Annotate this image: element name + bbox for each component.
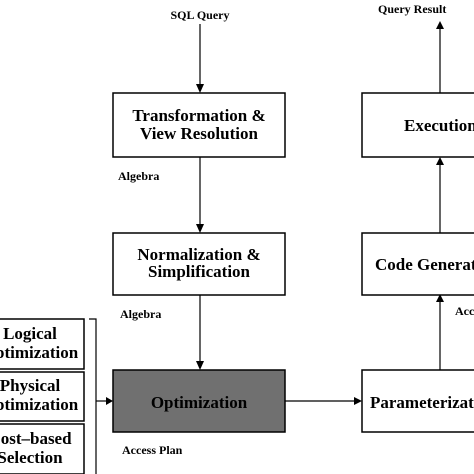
optimization-label: Optimization xyxy=(151,393,248,412)
physical-optimization-box xyxy=(0,371,85,422)
code-generation-box xyxy=(361,232,474,296)
transformation-line1: Transformation & xyxy=(132,106,265,125)
physical-line1: Physical xyxy=(0,376,60,395)
logical-optimization-box xyxy=(0,318,85,370)
cost-based-line2: Selection xyxy=(0,448,63,467)
arrow-head-7 xyxy=(436,157,444,165)
optimization-box xyxy=(112,369,286,433)
normalization-line1: Normalization & xyxy=(137,245,260,264)
arrow-head-5 xyxy=(354,397,362,405)
cost-based-line1: Cost–based xyxy=(0,429,72,448)
access-plan-label: Access Plan xyxy=(122,443,183,457)
physical-line2: Optimization xyxy=(0,395,79,414)
algebra-label-1: Algebra xyxy=(118,169,159,183)
transformation-box xyxy=(112,92,286,158)
execution-label: Execution xyxy=(404,116,474,135)
code-generation-label: Code Generation xyxy=(375,255,474,274)
parameterization-label: Parameterization xyxy=(370,393,474,412)
access-label-partial: Acc xyxy=(455,304,474,318)
arrow-head-6 xyxy=(436,294,444,302)
execution-box xyxy=(361,92,474,158)
query-result-label: Query Result xyxy=(378,2,446,16)
cost-based-selection-box xyxy=(0,423,85,474)
left-group-bracket xyxy=(89,318,97,474)
algebra-label-2: Algebra xyxy=(120,307,161,321)
arrow-head-2 xyxy=(196,224,204,233)
parameterization-box xyxy=(361,369,474,433)
normalization-line2: Simplification xyxy=(148,262,251,281)
transformation-line2: View Resolution xyxy=(140,124,258,143)
normalization-box xyxy=(112,232,286,296)
arrow-head-3 xyxy=(196,361,204,370)
arrow-head-1 xyxy=(196,84,204,93)
logical-line2: Optimization xyxy=(0,343,79,362)
logical-line1: Logical xyxy=(3,324,57,343)
arrow-head-4 xyxy=(106,397,113,405)
arrow-head-8 xyxy=(436,21,444,29)
sql-query-label: SQL Query xyxy=(170,8,229,22)
